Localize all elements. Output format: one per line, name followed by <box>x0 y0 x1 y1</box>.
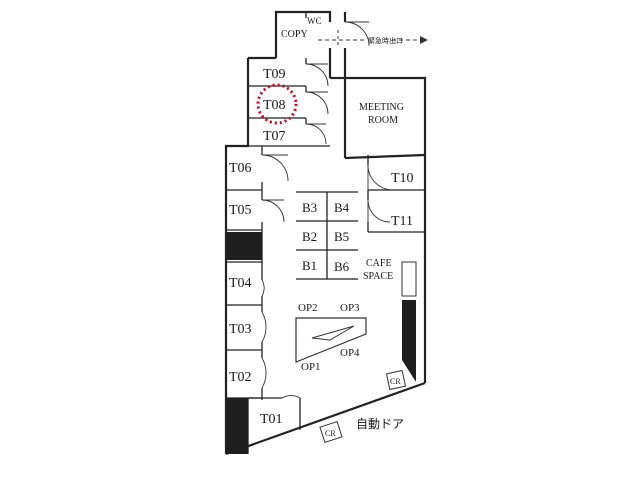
label-cafe-line1: CAFE <box>366 258 392 269</box>
label-t01: T01 <box>260 412 283 427</box>
label-t08: T08 <box>263 98 286 113</box>
label-t06: T06 <box>229 161 252 176</box>
label-t07: T07 <box>263 129 286 144</box>
label-t04: T04 <box>229 276 252 291</box>
label-t10: T10 <box>391 171 414 186</box>
label-auto-door: 自動ドア <box>356 417 404 431</box>
t08-highlight-circle <box>256 83 298 125</box>
label-b2: B2 <box>302 229 317 244</box>
label-b5: B5 <box>334 229 349 244</box>
label-t11: T11 <box>391 214 413 229</box>
label-op2: OP2 <box>298 302 318 314</box>
label-wc: WC <box>307 16 322 26</box>
label-b1: B1 <box>302 258 317 273</box>
outer-walls <box>224 10 427 456</box>
label-copy: COPY <box>281 29 308 40</box>
room-labels: WC COPY 緊急時出口 T09 T08 T07 MEETING ROOM T… <box>229 16 414 438</box>
emergency-exit-route <box>318 30 428 48</box>
label-cr-bottom: CR <box>325 429 336 438</box>
label-cafe-line2: SPACE <box>363 271 393 282</box>
label-t09: T09 <box>263 67 286 82</box>
label-b3: B3 <box>302 200 317 215</box>
door-swings <box>261 21 394 399</box>
open-space-table <box>295 317 367 363</box>
label-b6: B6 <box>334 259 350 274</box>
label-cr-right: CR <box>390 377 401 386</box>
label-t02: T02 <box>229 370 252 385</box>
label-op3: OP3 <box>340 302 360 314</box>
label-b4: B4 <box>334 200 350 215</box>
label-meeting-line2: ROOM <box>368 115 398 126</box>
card-readers <box>319 369 407 444</box>
label-emergency-exit: 緊急時出口 <box>368 36 403 45</box>
label-meeting-line1: MEETING <box>359 102 404 113</box>
label-t05: T05 <box>229 203 252 218</box>
label-op4: OP4 <box>340 347 360 359</box>
label-op1: OP1 <box>301 361 321 373</box>
label-t03: T03 <box>229 322 252 337</box>
solid-fixtures <box>226 232 417 454</box>
